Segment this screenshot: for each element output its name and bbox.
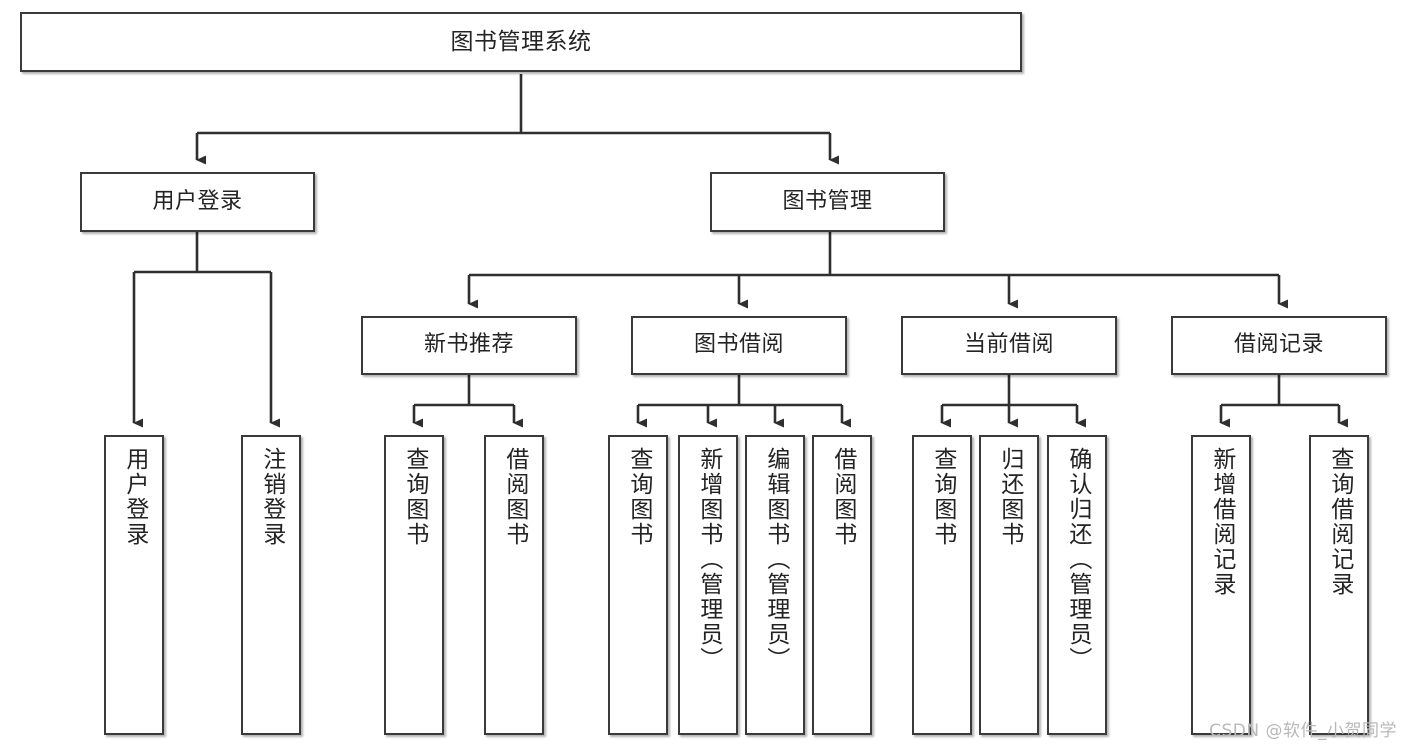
leaf-current-borrow-confirm-return-admin[interactable]: 确认归还（管理员） — [1047, 435, 1107, 735]
node-label: 图书管理系统 — [450, 28, 592, 55]
node-label: 查询图书 — [625, 447, 652, 547]
leaf-user-login-login[interactable]: 用户登录 — [104, 435, 164, 735]
leaf-book-borrow-add-book-admin[interactable]: 新增图书（管理员） — [678, 435, 738, 735]
node-current-borrow[interactable]: 当前借阅 — [901, 316, 1117, 375]
node-label: 当前借阅 — [963, 332, 1054, 358]
node-borrow-record[interactable]: 借阅记录 — [1171, 316, 1387, 375]
leaf-book-borrow-query-book[interactable]: 查询图书 — [608, 435, 668, 735]
leaf-borrow-record-query-record[interactable]: 查询借阅记录 — [1309, 435, 1369, 735]
node-book-management[interactable]: 图书管理 — [710, 172, 945, 232]
leaf-new-book-borrow-book[interactable]: 借阅图书 — [484, 435, 544, 735]
node-label: 查询图书 — [929, 447, 956, 547]
node-label: 图书借阅 — [693, 332, 784, 358]
node-label: 新书推荐 — [423, 332, 514, 358]
node-label: 注销登录 — [258, 447, 285, 547]
leaf-book-borrow-borrow-book[interactable]: 借阅图书 — [812, 435, 872, 735]
node-label: 用户登录 — [121, 447, 148, 547]
node-label: 编辑图书（管理员） — [762, 447, 789, 672]
csdn-watermark: CSDN @软件_小贺同学 — [1209, 721, 1397, 741]
leaf-current-borrow-query-book[interactable]: 查询图书 — [912, 435, 972, 735]
leaf-user-login-logout[interactable]: 注销登录 — [241, 435, 301, 735]
node-label: 查询图书 — [401, 447, 428, 547]
node-label: 新增图书（管理员） — [695, 447, 722, 672]
node-label: 确认归还（管理员） — [1064, 447, 1091, 672]
node-label: 借阅图书 — [501, 447, 528, 547]
leaf-book-borrow-edit-book-admin[interactable]: 编辑图书（管理员） — [745, 435, 805, 735]
leaf-new-book-query-book[interactable]: 查询图书 — [384, 435, 444, 735]
node-book-borrow[interactable]: 图书借阅 — [631, 316, 847, 375]
node-label: 归还图书 — [996, 447, 1023, 547]
node-label: 查询借阅记录 — [1326, 447, 1353, 597]
node-label: 借阅图书 — [829, 447, 856, 547]
node-label: 借阅记录 — [1233, 332, 1324, 358]
leaf-borrow-record-add-record[interactable]: 新增借阅记录 — [1191, 435, 1251, 735]
node-root-book-management-system[interactable]: 图书管理系统 — [20, 12, 1022, 72]
node-label: 新增借阅记录 — [1208, 447, 1235, 597]
node-new-book-recommend[interactable]: 新书推荐 — [361, 316, 577, 375]
node-user-login[interactable]: 用户登录 — [80, 172, 315, 232]
node-label: 用户登录 — [152, 188, 243, 214]
leaf-current-borrow-return-book[interactable]: 归还图书 — [979, 435, 1039, 735]
node-label: 图书管理 — [782, 188, 873, 214]
